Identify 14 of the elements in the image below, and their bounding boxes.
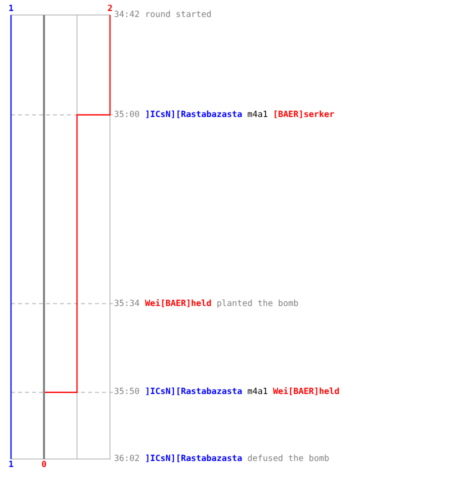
time-label: 34:42 (114, 10, 140, 20)
time-label: 35:50 (114, 387, 140, 398)
time-label: 35:34 (114, 298, 140, 309)
event-text: ]ICsN][Rastabazasta m4a1 Wei[BAER]held (145, 387, 340, 398)
value-label: 1 (8, 4, 14, 14)
tick-label: 0 (41, 460, 47, 470)
event-text: ]ICsN][Rastabazasta defused the bomb (145, 454, 330, 464)
time-label: 35:00 (114, 110, 140, 120)
event-text: ]ICsN][Rastabazasta m4a1 [BAER]serker (145, 110, 334, 120)
event-text: round started (145, 10, 212, 20)
value-label: 2 (107, 4, 113, 14)
tick-label: 1 (8, 460, 14, 470)
event-text: Wei[BAER]held planted the bomb (145, 298, 299, 309)
time-label: 36:02 (114, 454, 140, 464)
